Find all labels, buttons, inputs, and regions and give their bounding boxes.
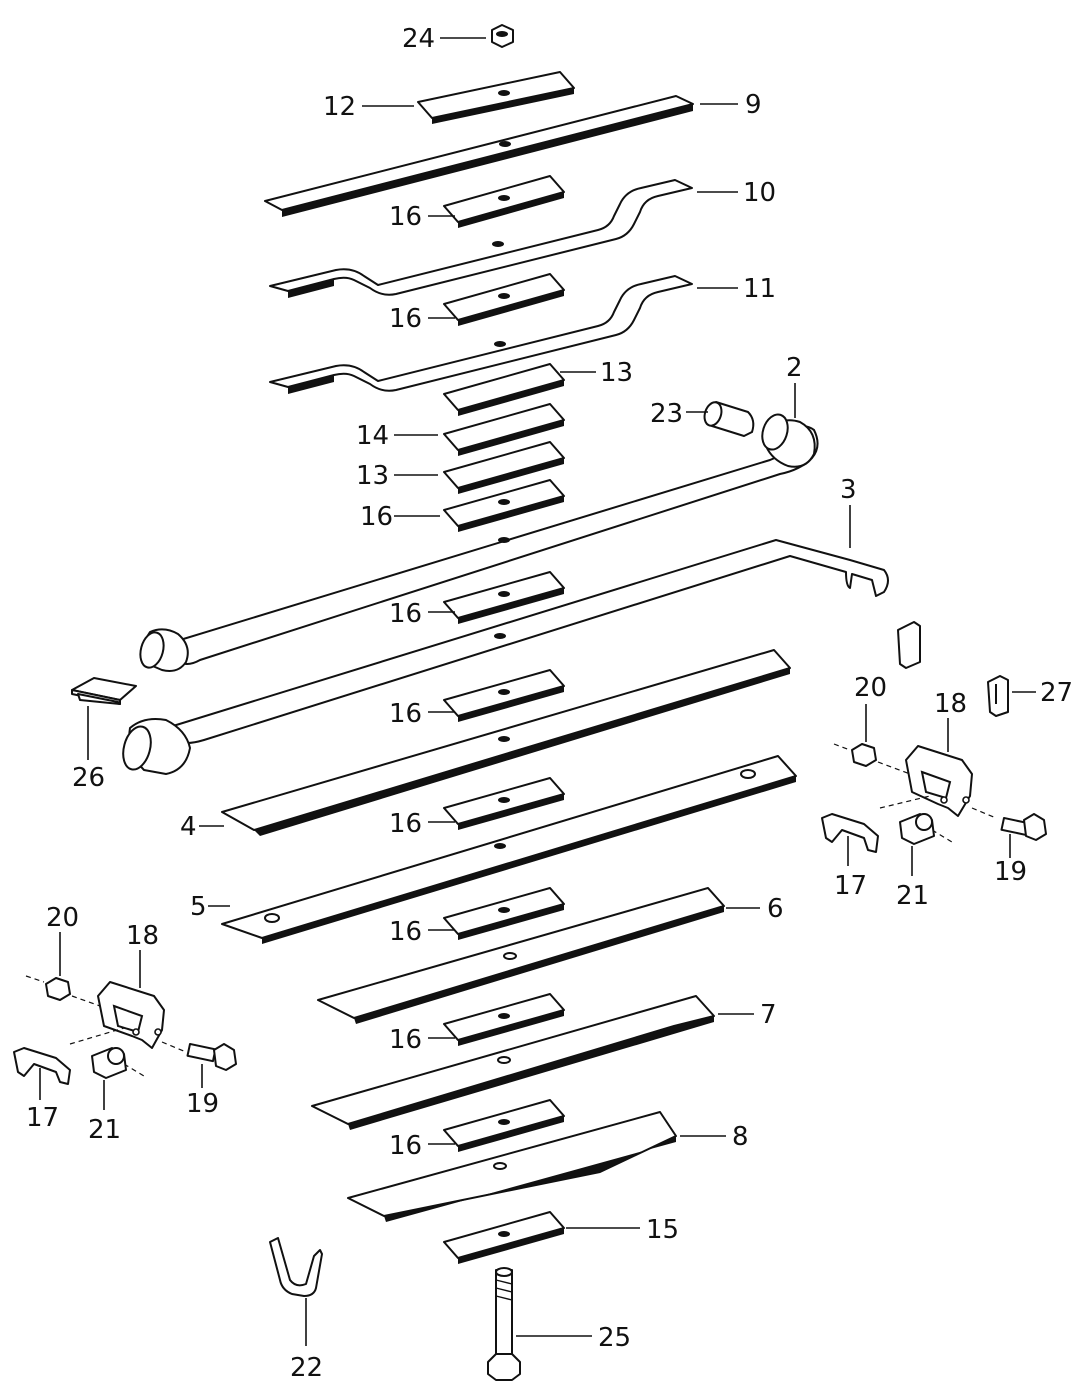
- callout-23: 23: [650, 399, 683, 429]
- callout-18r: 18: [934, 689, 967, 719]
- callout-26: 26: [72, 763, 105, 793]
- callout-7: 7: [760, 1000, 777, 1030]
- part-21-bushing-right: [899, 813, 935, 845]
- callout-9: 9: [745, 90, 762, 120]
- callout-16c: 16: [360, 502, 393, 532]
- part-16-pad: [443, 669, 565, 722]
- part-18-shackle-left: [97, 981, 165, 1049]
- part-27-clip: [987, 675, 1009, 717]
- callout-19l: 19: [186, 1089, 219, 1119]
- callout-15: 15: [646, 1215, 679, 1245]
- part-9-leaf: [264, 95, 694, 217]
- part-17-bracket-left: [13, 1047, 71, 1085]
- part-12-pad: [417, 71, 575, 124]
- callout-4: 4: [180, 812, 197, 842]
- callout-16a: 16: [389, 202, 422, 232]
- part-16-pad: [443, 479, 565, 532]
- callout-10: 10: [743, 178, 776, 208]
- part-13-pad: [443, 363, 565, 416]
- part-16-pad: [443, 273, 565, 326]
- callout-17l: 17: [26, 1103, 59, 1133]
- callout-20l: 20: [46, 903, 79, 933]
- part-10-leaf: [269, 179, 693, 298]
- callout-16e: 16: [389, 699, 422, 729]
- part-18-shackle-right: [905, 745, 973, 817]
- callout-25: 25: [598, 1323, 631, 1353]
- part-3-leaf: [122, 539, 889, 775]
- callout-12: 12: [323, 92, 356, 122]
- part-22-clip: [269, 1237, 323, 1297]
- callout-24: 24: [402, 24, 435, 54]
- part-16-pad: [443, 993, 565, 1046]
- callout-8: 8: [732, 1122, 749, 1152]
- callout-22: 22: [290, 1353, 323, 1383]
- callout-20r: 20: [854, 673, 887, 703]
- part-19-bolt-right: [1000, 813, 1047, 841]
- part-15-pad: [443, 1211, 565, 1264]
- part-16-pad: [443, 1099, 565, 1152]
- callout-5: 5: [190, 892, 207, 922]
- part-8-leaf: [347, 1111, 677, 1222]
- callout-2: 2: [786, 353, 803, 383]
- callout-19r: 19: [994, 857, 1027, 887]
- part-23-bushing: [703, 401, 755, 437]
- callout-16f: 16: [389, 809, 422, 839]
- part-7-leaf: [311, 995, 715, 1130]
- callout-13b: 13: [356, 461, 389, 491]
- part-16-pad: [443, 175, 565, 228]
- callout-16g: 16: [389, 917, 422, 947]
- part-14-pad: [443, 403, 565, 456]
- part-20-nut-right: [851, 743, 877, 767]
- callout-16b: 16: [389, 304, 422, 334]
- callout-16d: 16: [389, 599, 422, 629]
- part-20-nut-left: [45, 977, 71, 1001]
- part-19-bolt-left: [186, 1043, 237, 1071]
- part-16-pad: [443, 777, 565, 830]
- callout-16h: 16: [389, 1025, 422, 1055]
- callout-27: 27: [1040, 678, 1073, 708]
- callout-11: 11: [743, 274, 776, 304]
- callout-13a: 13: [600, 358, 633, 388]
- callout-3: 3: [840, 475, 857, 505]
- callout-18l: 18: [126, 921, 159, 951]
- part-25-center-bolt: [487, 1267, 521, 1381]
- part-4-leaf: [221, 649, 791, 836]
- part-17-bracket-right: [821, 813, 879, 853]
- part-26-block: [71, 677, 137, 705]
- part-16-pad: [443, 571, 565, 624]
- part-2-main-leaf: [139, 413, 819, 672]
- part-16-pad: [443, 887, 565, 940]
- part-11-leaf: [269, 275, 693, 394]
- part-6-leaf: [317, 887, 725, 1024]
- callout-16i: 16: [389, 1131, 422, 1161]
- callout-14: 14: [356, 421, 389, 451]
- callout-6: 6: [767, 894, 784, 924]
- part-24-nut: [491, 24, 514, 48]
- callout-17r: 17: [834, 871, 867, 901]
- callout-21l: 21: [88, 1115, 121, 1145]
- part-27-clip: [897, 621, 921, 669]
- part-5-leaf: [221, 755, 797, 944]
- part-21-bushing-left: [91, 1047, 127, 1079]
- part-13-pad: [443, 441, 565, 494]
- callout-21r: 21: [896, 881, 929, 911]
